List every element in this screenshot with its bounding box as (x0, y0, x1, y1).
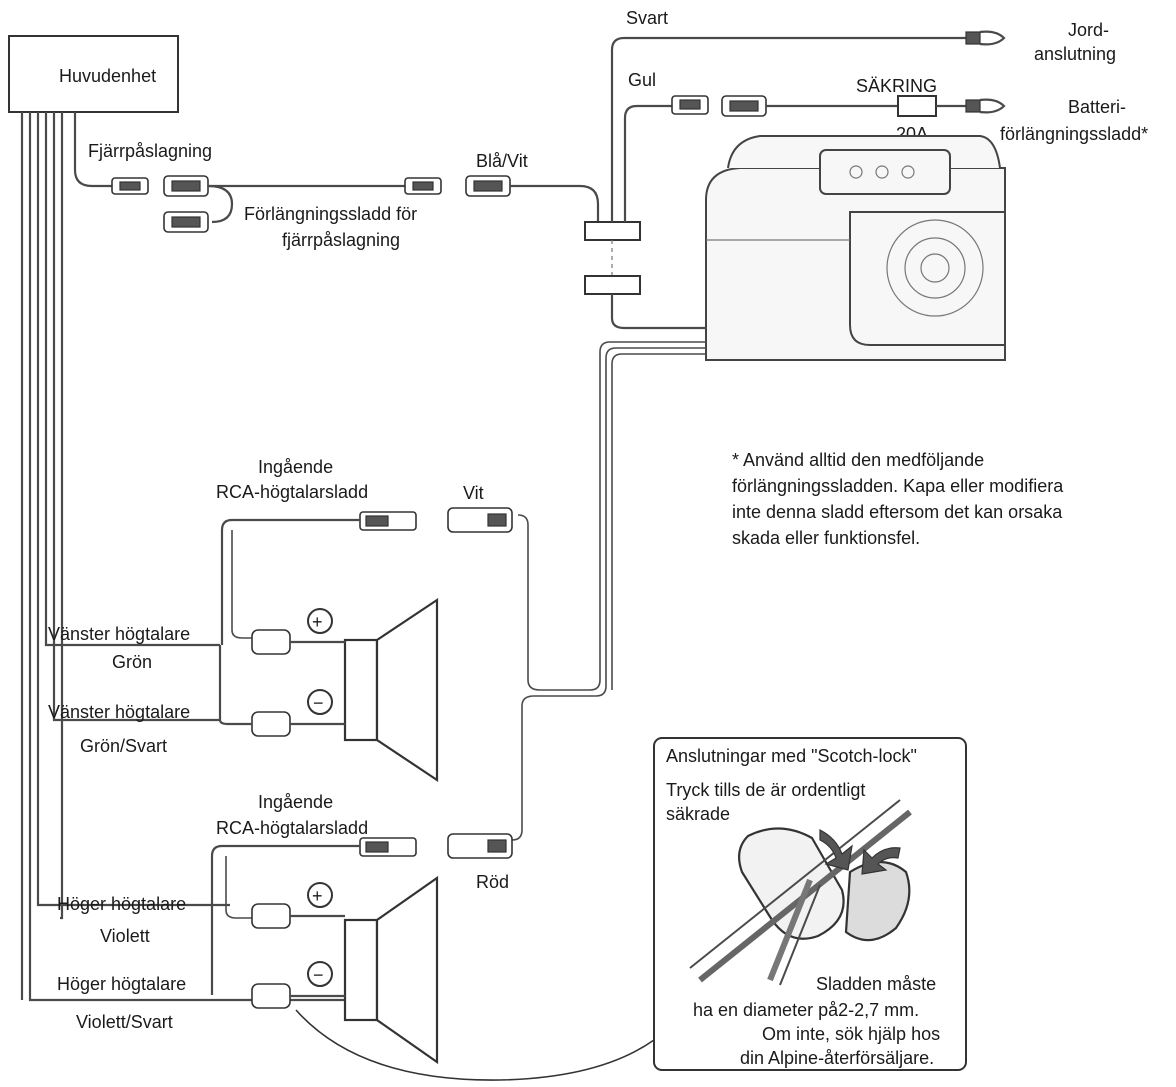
rca-right-label-1: Ingående (258, 792, 333, 812)
violet-label: Violett (100, 926, 150, 946)
right-speaker-pos-label: Höger högtalare (57, 894, 186, 914)
remote-extension-label-1: Förlängningssladd för (244, 204, 417, 224)
note-line-2: förlängningssladden. Kapa eller modifier… (732, 476, 1064, 496)
note-line-1: * Använd alltid den medföljande (732, 450, 984, 470)
amplifier-enclosure (705, 135, 1006, 361)
blue-white-connector (404, 175, 511, 197)
ground-label-2: anslutning (1034, 44, 1116, 64)
blue-white-wire (510, 184, 600, 232)
battery-label-1: Batteri- (1068, 97, 1126, 117)
rca-left-label-2: RCA-högtalarsladd (216, 482, 368, 502)
right-plus-sign: + (312, 886, 323, 906)
rca-left-cable (220, 518, 360, 645)
scotchlock-req-3: Om inte, sök hjälp hos (762, 1024, 940, 1044)
head-unit-box (8, 35, 179, 113)
left-speaker-neg-label: Vänster högtalare (48, 702, 190, 722)
remote-extension-wire (207, 184, 234, 224)
violet-black-label: Violett/Svart (76, 1012, 173, 1032)
right-speaker-neg-label: Höger högtalare (57, 974, 186, 994)
yellow-label: Gul (628, 70, 656, 90)
red-label: Röd (476, 872, 509, 892)
blue-white-label: Blå/Vit (476, 151, 528, 171)
remote-extension-plug (163, 211, 209, 233)
note-line-3: inte denna sladd eftersom det kan orsaka (732, 502, 1063, 522)
green-label: Grön (112, 652, 152, 672)
green-black-label: Grön/Svart (80, 736, 167, 756)
remote-on-connector (111, 175, 209, 197)
fuse-holder (897, 95, 937, 117)
left-pos-scotchlock (251, 629, 345, 655)
left-neg-scotchlock (251, 711, 345, 737)
scotchlock-press-1: Tryck tills de är ordentligt (666, 780, 865, 800)
right-neg-scotchlock (251, 983, 345, 1009)
left-minus-sign: − (313, 693, 324, 713)
right-speaker (343, 875, 439, 1065)
scotchlock-req-4: din Alpine-återförsäljare. (740, 1048, 934, 1068)
black-label: Svart (626, 8, 668, 28)
right-minus-sign: − (313, 965, 324, 985)
left-speaker (343, 597, 439, 783)
fuse-label: SÄKRING (856, 76, 937, 96)
rca-right-cable (210, 844, 360, 995)
amp-power-feed (610, 294, 706, 330)
ground-terminal (965, 30, 1006, 46)
note-line-4: skada eller funktionsfel. (732, 528, 920, 548)
battery-label-2: förlängningssladd* (1000, 124, 1148, 144)
rca-right-plug-pair (359, 833, 513, 859)
scotchlock-press-2: säkrade (666, 804, 730, 824)
battery-terminal (965, 98, 1006, 114)
detail-leader (295, 1009, 655, 1081)
head-unit-wires (20, 112, 345, 1002)
rca-left-plug-pair (359, 507, 513, 533)
battery-wire (623, 104, 672, 222)
rca-right-label-2: RCA-högtalarsladd (216, 818, 368, 838)
left-speaker-pos-label: Vänster högtalare (48, 624, 190, 644)
white-label: Vit (463, 483, 484, 503)
scotchlock-illustration (689, 799, 912, 986)
cable-clamp-lower (584, 275, 641, 295)
ground-label-1: Jord- (1068, 20, 1109, 40)
scotchlock-req-1: Sladden måste (816, 974, 936, 994)
rca-left-label-1: Ingående (258, 457, 333, 477)
right-pos-scotchlock (251, 903, 345, 929)
head-unit-label: Huvudenhet (59, 66, 156, 86)
left-plus-sign: + (312, 612, 323, 632)
ground-wire (610, 36, 968, 222)
remote-on-label: Fjärrpåslagning (88, 141, 212, 161)
remote-extension-label-2: fjärrpåslagning (282, 230, 400, 250)
rca-bundle (511, 341, 706, 841)
cable-clamp-upper (584, 221, 641, 241)
scotchlock-title: Anslutningar med "Scotch-lock" (666, 746, 917, 766)
battery-connector (671, 95, 767, 117)
scotchlock-req-2: ha en diameter på2-2,7 mm. (693, 1000, 919, 1020)
